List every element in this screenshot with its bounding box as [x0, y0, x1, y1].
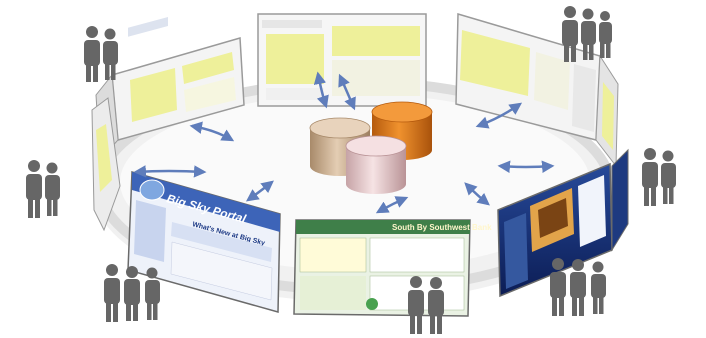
person-silhouette-icon [84, 26, 118, 82]
screen-blue-portal [497, 148, 629, 298]
person-silhouette-icon [408, 276, 444, 334]
person-silhouette-icon [562, 6, 612, 62]
person-silhouette-icon [26, 160, 60, 218]
arrow-center-bottom [375, 196, 409, 214]
person-silhouette-icon [104, 264, 160, 322]
person-silhouette-icon [550, 258, 606, 316]
screen-south-by-southwest-bank: South By Southwest Bank [293, 219, 492, 317]
screen-panel-back-right [455, 13, 619, 168]
arrow-left-back [189, 121, 235, 142]
arrow-right-mid [497, 160, 555, 173]
database-cylinder-icon [345, 135, 407, 194]
person-silhouette-icon [642, 148, 676, 206]
arrow-right-lower [464, 182, 490, 206]
arrow-center-top-left [313, 71, 329, 109]
screen-panel-left-side [91, 97, 121, 232]
screen-panel-back-center [257, 13, 427, 107]
arrow-center-top-right [338, 73, 356, 111]
arrow-left-lower [245, 180, 274, 202]
arrow-left-mid [133, 165, 207, 178]
arrow-right-back [475, 102, 523, 129]
data-flow-arrows [133, 71, 555, 214]
south-by-southwest-title: South By Southwest Bank [392, 223, 492, 232]
screen-big-sky-portal: Big Sky Portal What's New at Big Sky [127, 171, 281, 313]
